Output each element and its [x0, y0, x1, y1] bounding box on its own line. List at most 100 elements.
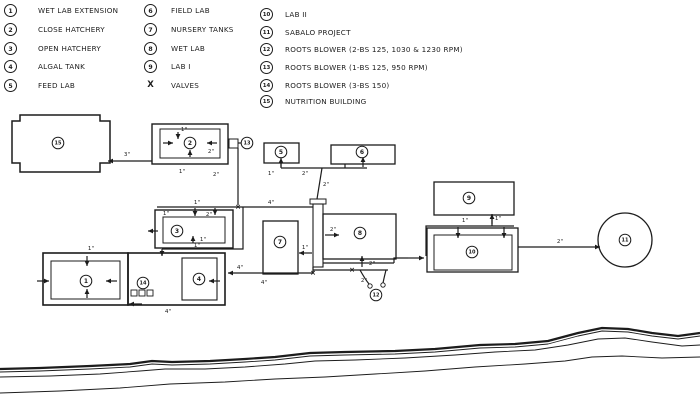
blower-14-unit-a: [130, 289, 138, 297]
building-number-badge: [369, 288, 383, 302]
pipe-size-label: 1": [163, 211, 170, 217]
legend-number-badge: 7: [144, 23, 157, 36]
flow-arrow-icon: [168, 140, 173, 146]
legend-number-badge: 10: [260, 8, 273, 21]
legend-item-12: 12 ROOTS BLOWER (2-BS 125, 1030 & 1230 RP…: [260, 43, 463, 56]
valve-symbol: X: [147, 80, 154, 90]
building-number-badge: [136, 276, 150, 290]
legend-label: VALVES: [171, 81, 200, 90]
legend-number-badge: 6: [144, 4, 157, 17]
blower-14-unit-c: [146, 289, 154, 297]
pipe-size-label: 1": [200, 237, 207, 243]
pipe-size-label: 1": [181, 127, 188, 133]
pipe-size-label: 4": [261, 280, 268, 286]
legend-label: ROOTS BLOWER (3-BS 150): [285, 81, 390, 90]
legend-number-badge: 2: [4, 23, 17, 36]
pipe-size-label: 3": [124, 152, 131, 158]
flow-arrow-icon: [334, 232, 339, 238]
legend-label: FIELD LAB: [171, 6, 210, 15]
pipe-size-label: 2": [208, 149, 215, 155]
legend-number-badge: 14: [260, 79, 273, 92]
valve-icon: ×: [310, 269, 316, 277]
building-3-inner: [162, 216, 226, 244]
legend-label: ROOTS BLOWER (2-BS 125, 1030 & 1230 RPM): [285, 45, 463, 54]
pipe-size-label: 4": [268, 200, 275, 206]
building-number-9: 9: [467, 195, 471, 202]
legend-number-badge: 12: [260, 43, 273, 56]
building-number-14: 14: [140, 280, 147, 286]
legend-label: CLOSE HATCHERY: [38, 25, 105, 34]
shoreline: [0, 326, 700, 371]
building-2-outer: [151, 123, 229, 165]
legend-item-x: X VALVES: [144, 79, 199, 92]
blower-14-unit-b: [138, 289, 146, 297]
building-number-badge: [183, 136, 197, 150]
building-number-1: 1: [84, 278, 88, 285]
building-10-inner: [433, 234, 513, 271]
building-2-inner: [159, 128, 221, 159]
building-number-15: 15: [55, 140, 62, 146]
flow-arrow-icon: [44, 278, 49, 284]
building-number-badge: [274, 145, 288, 159]
legend-label: WET LAB: [171, 44, 206, 53]
flow-arrow-icon: [212, 210, 218, 215]
flow-arrow-icon: [148, 228, 153, 234]
building-number-badge: [51, 136, 65, 150]
building-11-sabalo: [597, 212, 653, 268]
pipe: [425, 225, 514, 256]
building-3-outer: [154, 209, 234, 249]
flow-arrow-icon: [359, 256, 365, 261]
pipe: [316, 167, 323, 200]
legend-label: WET LAB EXTENSION: [38, 6, 119, 15]
flow-arrow-icon: [190, 236, 196, 241]
flow-arrow-icon: [187, 150, 193, 155]
building-number-badge: [618, 233, 632, 247]
building-number-7: 7: [278, 239, 282, 246]
flow-arrow-icon: [129, 301, 134, 307]
pipe-size-label: 2": [557, 239, 564, 245]
building-7: [262, 220, 299, 275]
flow-arrow-icon: [455, 233, 461, 238]
pipe-size-label: 1": [462, 218, 469, 224]
building-10-outer: [426, 227, 519, 273]
flow-arrow-icon: [501, 233, 507, 238]
legend-number-badge: 5: [4, 79, 17, 92]
flow-arrow-icon: [192, 211, 198, 216]
standpipe-cap: [309, 198, 327, 205]
building-number-11: 11: [622, 237, 629, 243]
legend-number-badge: 1: [4, 4, 17, 17]
legend-item-14: 14 ROOTS BLOWER (3-BS 150): [260, 79, 389, 92]
flow-arrow-icon: [175, 134, 181, 139]
building-number-badge: [79, 274, 93, 288]
building-number-8: 8: [358, 230, 362, 237]
standpipe: [312, 203, 324, 268]
blower-12-port-a: [367, 283, 373, 289]
building-14-4-compound: [127, 252, 226, 306]
building-number-4: 4: [197, 276, 201, 283]
flow-arrow-icon: [84, 289, 90, 294]
pipe: [162, 207, 244, 250]
pipe-size-label: 2": [213, 172, 220, 178]
pipe: [393, 257, 408, 263]
blower-12-port-b: [380, 282, 386, 288]
pipe-size-label: 4": [165, 309, 172, 315]
legend-number-badge: 9: [144, 60, 157, 73]
blower-13-unit: [228, 138, 239, 149]
pipe-size-label: 2": [302, 171, 309, 177]
building-number-6: 6: [360, 149, 364, 156]
building-number-12: 12: [373, 292, 380, 298]
legend-number-badge: 4: [4, 60, 17, 73]
building-number-badge: [192, 272, 206, 286]
legend-label: FEED LAB: [38, 81, 76, 90]
building-number-badge: [273, 235, 287, 249]
legend-item-6: 6 FIELD LAB: [144, 4, 210, 17]
legend-number-badge: 3: [4, 42, 17, 55]
pipe-size-label: 1": [179, 169, 186, 175]
flow-arrow-icon: [106, 278, 111, 284]
pipe-size-label: 2": [206, 212, 213, 218]
